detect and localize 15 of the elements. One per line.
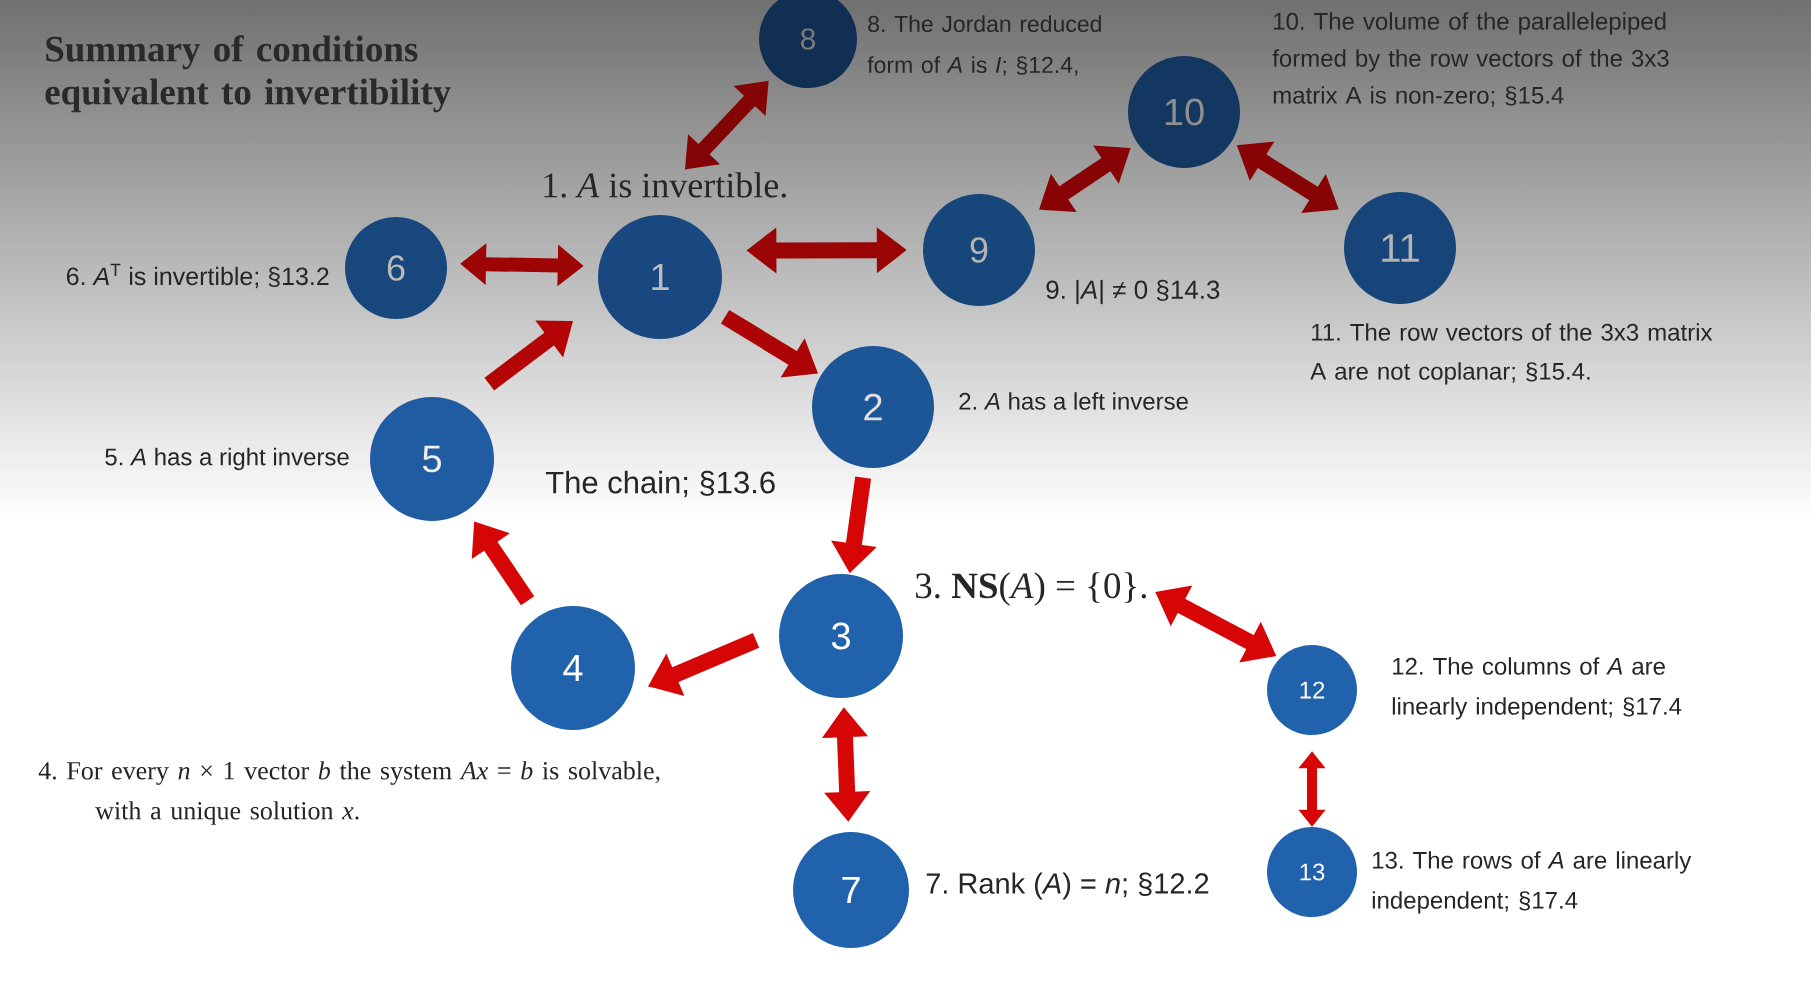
condition-text: 4. For every n × 1 vector b the system Ax = b is solvable, with a unique solution x. [38, 761, 660, 825]
condition-text: 13. The rows of A are linearly independent; §17.4 [1372, 851, 1692, 914]
condition-text: 3. NS(A) = {0}. [916, 572, 1147, 606]
condition-text: 11. The row vectors of the 3x3 matrix A are not coplanar; §15.4. [1310, 323, 1713, 385]
caption-text: The chain; §13.6 [545, 470, 775, 498]
condition-text: 2. A has a left inverse [959, 392, 1188, 410]
condition-text: 7. Rank (A) = n; §12.2 [926, 872, 1209, 900]
condition-text: 9. |A| ≠ 0 §14.3 [1046, 279, 1220, 305]
condition-text: 1. A is invertible. [544, 172, 786, 198]
condition-text: 6. A$^{T}$ is invertible; §13.2 [66, 263, 329, 289]
condition-text: 10. The volume of the parallelepiped formed by the row vectors of the 3x3 matrix A is non-zero; §15.4 [1272, 12, 1669, 107]
condition-text: 8. The Jordan reduced form of A is I; §12.4, [867, 15, 1101, 76]
condition-text: 5. A has a right inverse [105, 447, 349, 471]
condition-text: 12. The columns of A are linearly independent; §17.4 [1392, 657, 1682, 720]
title: Summary of conditions equivalent to invertibility [45, 35, 451, 113]
